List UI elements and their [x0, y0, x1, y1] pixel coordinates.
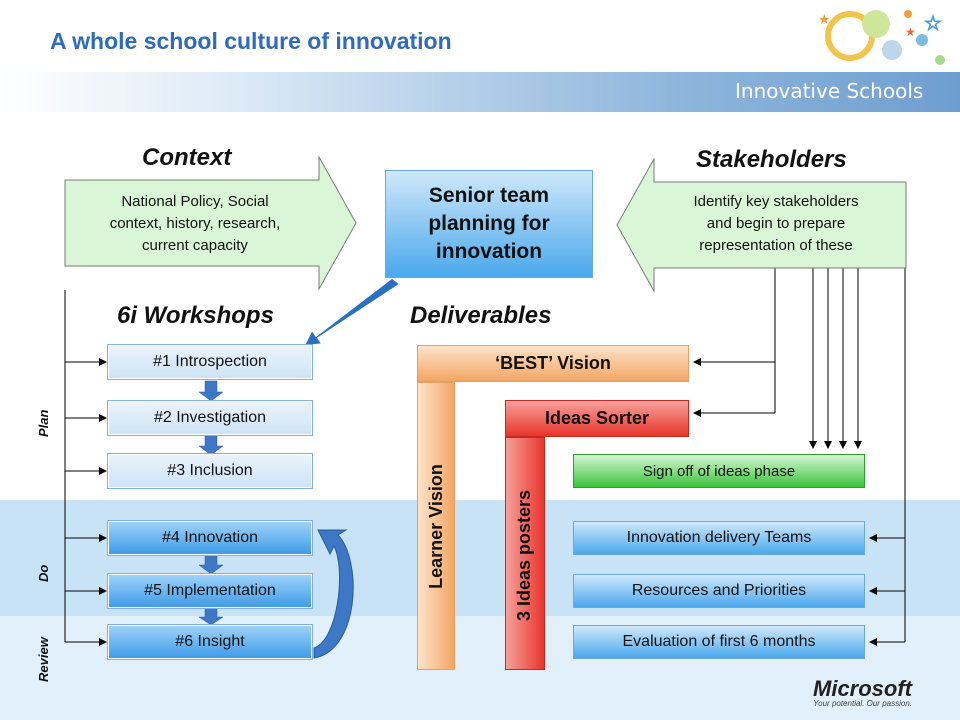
svg-text:☆: ☆ [924, 11, 942, 35]
workshop-insight: #6 Insight [108, 625, 312, 659]
svg-text:★: ★ [905, 25, 916, 39]
phase-review-label: Review [36, 637, 51, 682]
resources-box: Resources and Priorities [573, 574, 865, 608]
brand-bar [0, 72, 960, 112]
senior-line-1: Senior team [428, 184, 550, 207]
phase-do-label: Do [36, 564, 51, 582]
learner-vision-bar [417, 382, 455, 670]
context-arrow-shape [64, 156, 357, 290]
stakeholders-text: Identify key stakeholders and begin to p… [648, 184, 904, 264]
stakeholders-line-3: representation of these [699, 237, 853, 254]
senior-line-2: planning for [428, 212, 550, 235]
ideas-sorter-box: Ideas Sorter [505, 400, 689, 437]
workshop-implementation: #5 Implementation [108, 574, 312, 608]
stakeholders-line-1: Identify key stakeholders [693, 193, 859, 210]
stakeholders-arrow-shape [616, 158, 907, 292]
evaluation-box: Evaluation of first 6 months [573, 625, 865, 659]
ideas-posters-bar [505, 437, 545, 670]
stakeholders-line-2: and begin to prepare [706, 215, 846, 232]
stakeholders-heading: Stakeholders [696, 146, 847, 173]
context-text: National Policy, Social context, history… [66, 184, 324, 264]
sign-off-box: Sign off of ideas phase [573, 454, 865, 488]
senior-team-box: Senior team planning for innovation [385, 170, 593, 278]
deliverables-heading: Deliverables [410, 302, 552, 329]
workshop-inclusion: #3 Inclusion [108, 454, 312, 488]
ideas-posters-label: 3 Ideas posters [514, 489, 535, 621]
workshop-introspection: #1 Introspection [108, 345, 312, 379]
context-heading: Context [142, 144, 232, 171]
context-line-2: context, history, research, [109, 215, 281, 232]
svg-text:★: ★ [818, 12, 831, 28]
best-vision-box: ‘BEST’ Vision [417, 345, 689, 382]
senior-line-3: innovation [435, 240, 543, 263]
microsoft-logo: Microsoft [813, 676, 912, 701]
delivery-teams-box: Innovation delivery Teams [573, 521, 865, 555]
workshop-innovation: #4 Innovation [108, 521, 312, 555]
workshops-heading: 6i Workshops [117, 302, 274, 329]
phase-plan-label: Plan [36, 409, 51, 437]
context-line-3: current capacity [142, 237, 248, 254]
decorative-bubbles-icon: ★ ★ ☆ [818, 10, 945, 65]
microsoft-tagline: Your potential. Our passion. [813, 699, 912, 708]
workshop-investigation: #2 Investigation [108, 401, 312, 435]
context-line-1: National Policy, Social [121, 193, 269, 210]
brand-text: Innovative Schools [735, 79, 924, 103]
page-title: A whole school culture of innovation [50, 28, 452, 54]
